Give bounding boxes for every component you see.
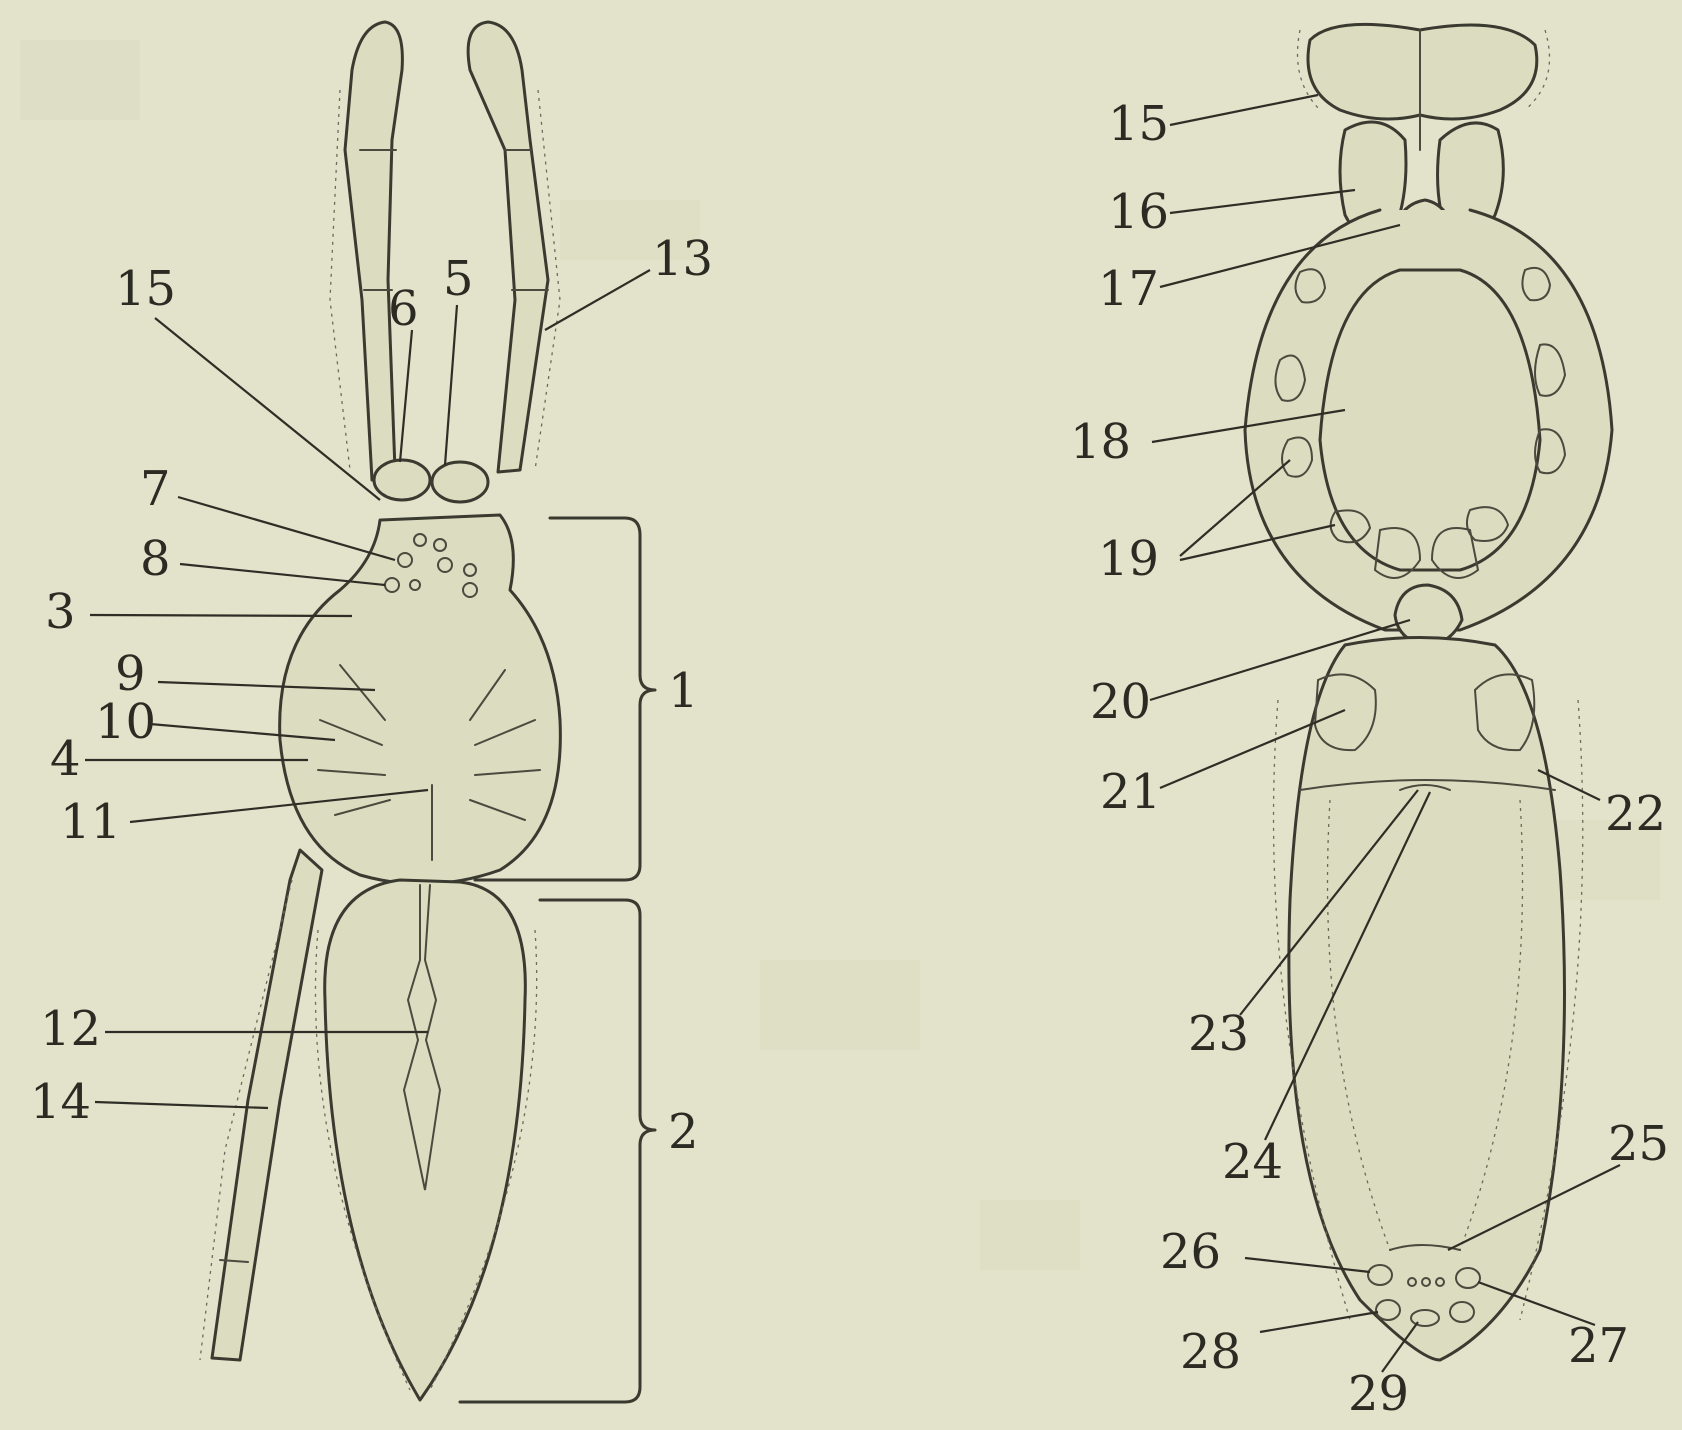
label-r16: 16 bbox=[1108, 184, 1169, 240]
label-4: 4 bbox=[50, 731, 81, 787]
label-r18: 18 bbox=[1070, 414, 1131, 470]
label-12: 12 bbox=[40, 1001, 101, 1057]
label-r25: 25 bbox=[1608, 1116, 1669, 1172]
label-5: 5 bbox=[443, 251, 474, 307]
label-r27: 27 bbox=[1568, 1318, 1629, 1374]
label-r19: 19 bbox=[1098, 531, 1159, 587]
label-r22: 22 bbox=[1605, 786, 1666, 842]
right-spider-ventral: 15 16 17 18 19 20 21 22 23 24 25 26 27 2… bbox=[1070, 24, 1669, 1422]
label-r20: 20 bbox=[1090, 674, 1151, 730]
label-13: 13 bbox=[652, 231, 713, 287]
left-hind-leg bbox=[212, 850, 322, 1360]
label-10: 10 bbox=[95, 694, 156, 750]
label-r17: 17 bbox=[1098, 261, 1159, 317]
cephalothorax bbox=[280, 515, 561, 884]
label-r28: 28 bbox=[1180, 1324, 1241, 1380]
left-front-leg-1 bbox=[345, 22, 402, 480]
label-r23: 23 bbox=[1188, 1006, 1249, 1062]
label-r26: 26 bbox=[1160, 1224, 1221, 1280]
label-1: 1 bbox=[668, 663, 699, 719]
label-r29: 29 bbox=[1348, 1366, 1409, 1422]
label-8: 8 bbox=[140, 531, 171, 587]
label-r21: 21 bbox=[1100, 764, 1161, 820]
label-15: 15 bbox=[115, 261, 176, 317]
label-11: 11 bbox=[60, 794, 121, 850]
left-chelicera-1 bbox=[374, 460, 430, 500]
label-7: 7 bbox=[140, 461, 171, 517]
left-chelicera-2 bbox=[432, 462, 488, 502]
label-3: 3 bbox=[45, 584, 76, 640]
label-6: 6 bbox=[388, 281, 419, 337]
label-r15: 15 bbox=[1108, 96, 1169, 152]
left-front-leg-2 bbox=[468, 22, 548, 472]
label-r24: 24 bbox=[1222, 1134, 1283, 1190]
label-14: 14 bbox=[30, 1074, 91, 1130]
label-2: 2 bbox=[668, 1104, 699, 1160]
ventral-chelicerae bbox=[1308, 24, 1537, 119]
